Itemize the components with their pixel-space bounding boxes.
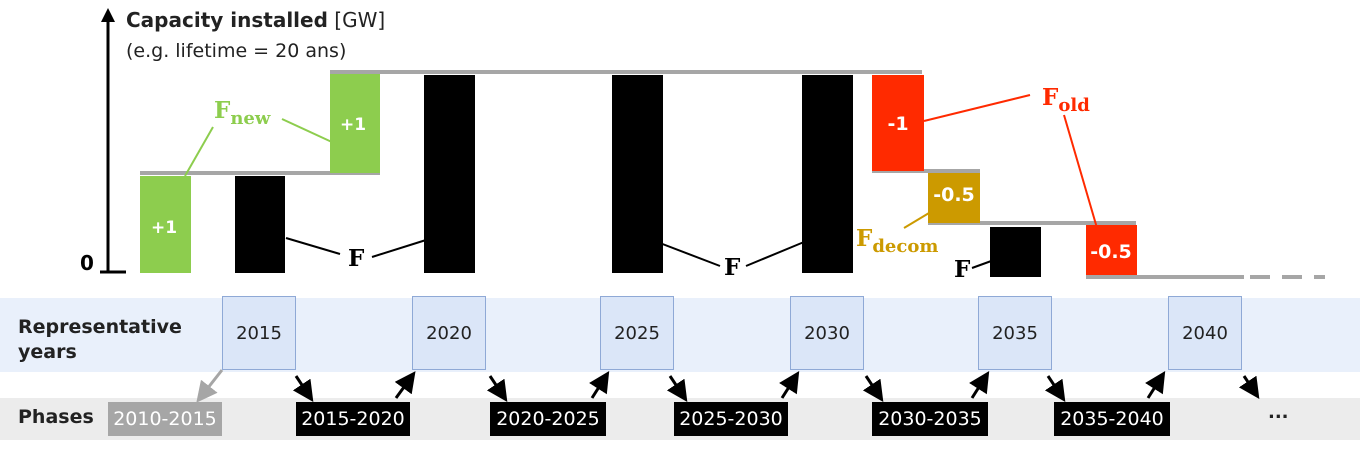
- chart-title-bold: Capacity installed: [126, 8, 328, 32]
- f-leader-1: [285, 237, 341, 255]
- phase-arrows: [196, 369, 1260, 403]
- phase-2020-2025[interactable]: 2020-2025: [490, 402, 606, 436]
- arrow-up-2035: [969, 370, 990, 399]
- chart-subtitle: (e.g. lifetime = 20 ans): [126, 40, 347, 62]
- fold-leader-2: [1063, 114, 1098, 229]
- arrow-up-2025: [589, 370, 610, 399]
- zero-label: 0: [80, 251, 94, 275]
- old-capacity-bar-1: [872, 75, 924, 171]
- bar-label-minus-one: -1: [887, 113, 908, 135]
- bar-label-minus-half-decom: -0.5: [933, 184, 975, 206]
- year-box-2040[interactable]: 2040: [1168, 296, 1242, 370]
- stock-bar-2020: [424, 75, 475, 273]
- phases-label: Phases: [18, 406, 94, 428]
- new-capacity-bar-1: [140, 176, 191, 273]
- year-box-2030[interactable]: 2030: [790, 296, 864, 370]
- f-leader-4: [745, 241, 805, 267]
- new-capacity-bar-2: [330, 74, 380, 173]
- arrow-up-2040: [1145, 370, 1166, 399]
- year-box-2020[interactable]: 2020: [412, 296, 486, 370]
- chart-title: Capacity installed [GW]: [126, 8, 385, 32]
- f-label-c: F: [954, 256, 971, 283]
- y-axis-arrow-icon: [101, 8, 115, 22]
- phase-2010-2015[interactable]: 2010-2015: [108, 402, 222, 436]
- phases-ellipsis: ...: [1268, 402, 1289, 423]
- bar-label-minus-half-old: -0.5: [1090, 241, 1132, 263]
- decom-capacity-bar: [928, 173, 980, 223]
- stock-bar-2015: [235, 176, 285, 273]
- fnew-leader-2: [281, 118, 335, 144]
- arrow-2020-down: [486, 375, 508, 402]
- f-label-a: F: [348, 245, 365, 272]
- bar-label-plus-one-b: +1: [340, 115, 366, 135]
- capacity-level-lines: [140, 70, 1325, 279]
- old-capacity-bar-2: [1086, 225, 1137, 275]
- arrow-up-2020: [394, 371, 416, 399]
- arrow-2040-down: [1238, 375, 1260, 399]
- fnew-leader-1: [184, 126, 214, 177]
- stock-bar-2030: [802, 75, 853, 273]
- representative-years-label-line2: years: [18, 341, 77, 363]
- arrow-2025-down: [666, 375, 688, 402]
- bar-label-plus-one-a: +1: [151, 218, 177, 238]
- f-leader-2: [371, 239, 427, 258]
- fold-label: Fold: [1042, 84, 1090, 116]
- arrow-2030-down: [862, 375, 884, 402]
- fdecom-label: Fdecom: [856, 225, 938, 257]
- arrow-2035-down: [1044, 375, 1066, 402]
- stock-bar-2035: [990, 227, 1041, 277]
- f-leader-5: [971, 259, 995, 269]
- phase-2030-2035[interactable]: 2030-2035: [872, 402, 988, 436]
- representative-years-label: Representative years: [18, 315, 182, 365]
- chart-title-unit: [GW]: [334, 8, 386, 32]
- phase-2035-2040[interactable]: 2035-2040: [1054, 402, 1170, 436]
- year-box-2015[interactable]: 2015: [222, 296, 296, 370]
- phase-2025-2030[interactable]: 2025-2030: [674, 402, 788, 436]
- fold-leader-1: [923, 94, 1031, 122]
- year-box-2035[interactable]: 2035: [978, 296, 1052, 370]
- arrow-2015-to-first-phase: [196, 369, 224, 403]
- f-label-b: F: [724, 254, 741, 281]
- stock-bar-2025: [612, 75, 663, 273]
- f-leader-3: [651, 239, 721, 267]
- fnew-label: Fnew: [214, 97, 271, 129]
- phase-2015-2020[interactable]: 2015-2020: [296, 402, 410, 436]
- representative-years-label-line1: Representative: [18, 316, 182, 338]
- arrow-up-2030: [779, 370, 800, 399]
- year-box-2025[interactable]: 2025: [600, 296, 674, 370]
- callout-lines: [184, 94, 1098, 269]
- fdecom-leader: [903, 209, 935, 229]
- arrow-2015-down: [292, 375, 314, 402]
